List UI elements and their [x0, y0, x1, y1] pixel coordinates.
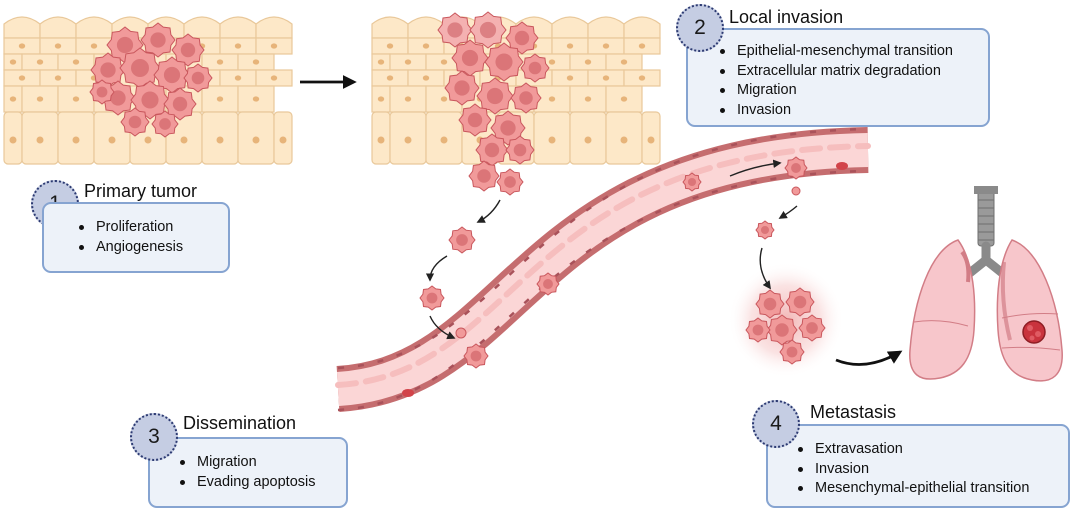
circulating-tumor-cell-icon	[419, 156, 844, 378]
stage-item: Angiogenesis	[75, 238, 228, 258]
stage-item: Invasion	[716, 101, 988, 121]
stage-item: Extracellular matrix degradation	[716, 62, 988, 82]
tumor-mass-icon	[89, 22, 213, 138]
stage-item: Mesenchymal-epithelial transition	[794, 479, 1068, 499]
stage-number-badge: 3	[130, 413, 178, 461]
stage-item: Migration	[176, 453, 346, 473]
stage-number-badge: 2	[676, 4, 724, 52]
stage-title: Local invasion	[729, 7, 844, 27]
stage-title: Metastasis	[810, 402, 897, 422]
arrow-icon	[300, 75, 903, 366]
lungs-with-metastasis-icon	[909, 186, 1063, 382]
stage-item: Invasion	[794, 460, 1068, 480]
tumor-mass-icon	[437, 11, 550, 196]
stage-details-box: Proliferation Angiogenesis	[42, 202, 230, 273]
stage-title: Dissemination	[183, 413, 297, 433]
stage-title: Primary tumor	[84, 181, 198, 201]
stage-details-box: Epithelial-mesenchymal transition Extrac…	[686, 28, 990, 127]
stage-details-box: Migration Evading apoptosis	[148, 437, 348, 508]
stage-item: Epithelial-mesenchymal transition	[716, 42, 988, 62]
stage-details-box: Extravasation Invasion Mesenchymal-epith…	[766, 424, 1070, 508]
stage-item: Migration	[716, 81, 988, 101]
stage-number-badge: 4	[752, 400, 800, 448]
stage-item: Evading apoptosis	[176, 473, 346, 493]
stage-item: Extravasation	[794, 440, 1068, 460]
stage-item: Proliferation	[75, 218, 228, 238]
